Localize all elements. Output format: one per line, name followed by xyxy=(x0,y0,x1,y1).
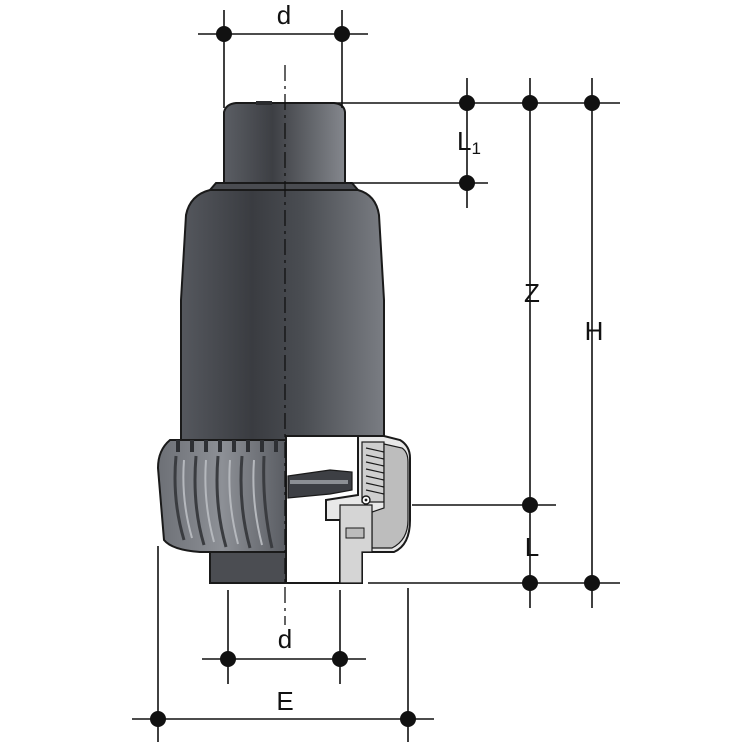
label-L1: L1 xyxy=(457,126,481,158)
nut-rib-highlights xyxy=(182,459,263,546)
label-d-top: d xyxy=(277,0,291,30)
cross-section xyxy=(285,435,411,584)
nut-serrations xyxy=(176,440,278,452)
dimension-d-top: d xyxy=(198,0,368,108)
top-socket-rim xyxy=(256,101,272,105)
dimension-E: E xyxy=(132,546,434,742)
nut-ribs xyxy=(173,455,274,549)
bottom-socket xyxy=(209,551,287,584)
label-H: H xyxy=(585,316,604,346)
shoulder-ring xyxy=(207,182,361,191)
dimension-right: L1 Z L H xyxy=(330,78,620,608)
label-d-bottom: d xyxy=(278,624,292,654)
dimension-d-bottom: d xyxy=(202,590,366,684)
label-L: L xyxy=(525,532,539,562)
label-E: E xyxy=(276,686,293,716)
valve-body xyxy=(156,101,411,584)
main-body xyxy=(180,189,385,441)
thread-marks xyxy=(365,447,385,495)
label-Z: Z xyxy=(524,278,540,308)
